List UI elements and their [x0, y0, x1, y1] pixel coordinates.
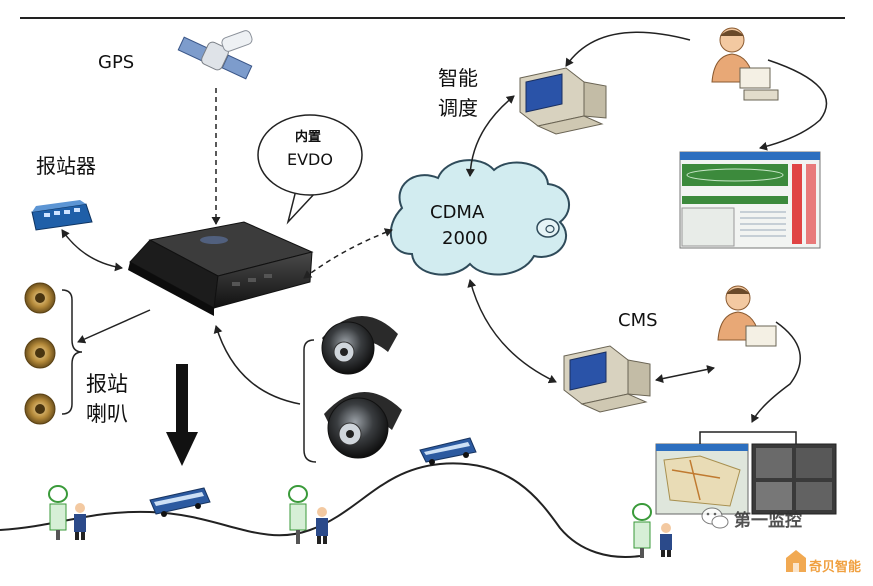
dispatch-link-arrow — [465, 95, 515, 177]
dome-camera-icon — [321, 315, 398, 375]
brand-watermark-text: 奇贝智能 — [809, 560, 862, 575]
station-announcer-label: 报站器 — [36, 154, 96, 178]
speaker-icon — [24, 282, 56, 314]
evdo-label-line2: EVDO — [287, 150, 333, 169]
bus-icon — [419, 437, 477, 465]
wireless-link-arrow — [303, 228, 393, 279]
cms-monitoring-screenshot — [655, 443, 837, 515]
cdma-label-line2: 2000 — [442, 228, 488, 249]
speaker-label-line2: 喇叭 — [86, 402, 128, 426]
bus-route-line — [0, 462, 641, 558]
cms-label: CMS — [618, 310, 658, 331]
speaker-output-arrow — [77, 309, 151, 344]
wechat-watermark-text: 第一监控 — [734, 511, 802, 531]
bus-stop-sign-icon — [48, 485, 68, 540]
bus-stop-sign-icon — [632, 503, 652, 558]
cms-operator-arrow — [655, 365, 715, 383]
announcer-link-arrow — [61, 229, 123, 272]
dispatch-software-screenshot — [679, 151, 821, 249]
bus-stop-sign-icon — [288, 485, 308, 544]
gps-label: GPS — [98, 52, 135, 73]
cms-computer-icon — [563, 345, 651, 413]
brand-logo-icon — [786, 550, 806, 572]
operator-monitor-arrow — [751, 321, 801, 423]
gps-satellite-icon — [177, 30, 253, 80]
cdma-label-line1: CDMA — [430, 202, 485, 223]
cdma-network-cloud — [389, 159, 570, 276]
evdo-label-line1: 内置 — [295, 130, 322, 145]
dispatch-label-line1: 智能 — [438, 66, 478, 90]
passenger-icon — [74, 503, 86, 540]
dispatch-operator-arrow — [565, 31, 691, 67]
dispatch-label-line2: 调度 — [438, 96, 478, 120]
big-down-arrow — [166, 364, 198, 466]
dispatch-computer-icon — [519, 67, 607, 135]
evdo-speech-bubble — [257, 114, 363, 225]
speaker-label-line1: 报站 — [86, 372, 128, 396]
monitor-split-bracket — [699, 431, 797, 444]
mobile-dvr-device — [128, 221, 314, 316]
cms-link-arrow — [467, 279, 557, 384]
camera-group-brace — [303, 339, 317, 463]
station-announcer-device-icon — [31, 200, 93, 231]
operator-software-arrow — [759, 59, 828, 151]
speaker-group-brace — [61, 289, 83, 415]
dome-camera-icon — [324, 391, 402, 459]
operator-person-icon — [711, 27, 779, 101]
passenger-icon — [660, 523, 672, 557]
speaker-icon — [24, 337, 56, 369]
speaker-icon — [24, 393, 56, 425]
camera-feed-arrow — [213, 325, 301, 405]
wechat-icon — [701, 507, 729, 529]
passenger-icon — [316, 507, 328, 544]
bus-icon — [149, 487, 211, 517]
operator-person-icon — [717, 285, 777, 347]
